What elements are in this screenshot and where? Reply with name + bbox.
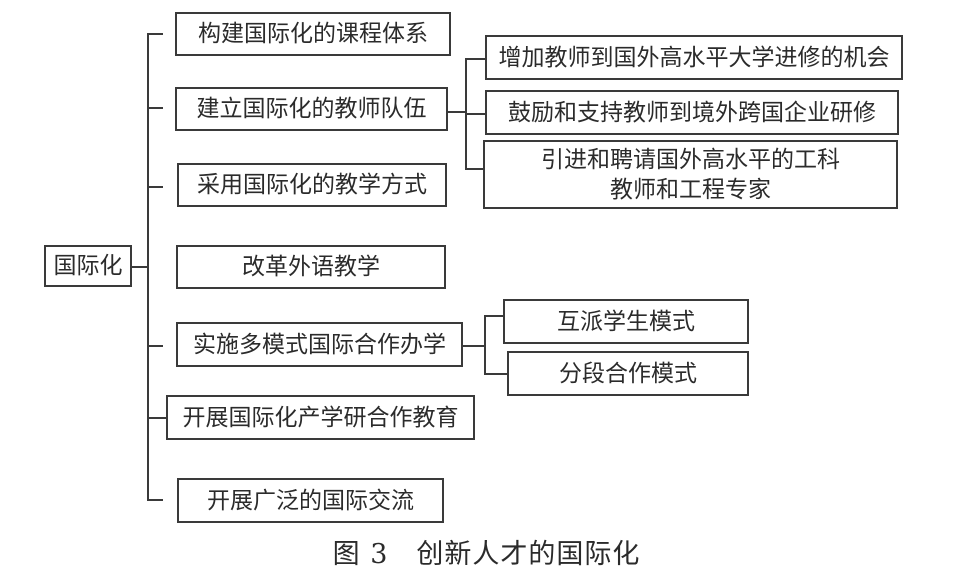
branch-node-teaching-methods: 采用国际化的教学方式 (177, 163, 447, 207)
coop-sub-node-exchange-students: 互派学生模式 (503, 299, 749, 344)
branch-node-cooperative-schooling: 实施多模式国际合作办学 (176, 322, 463, 367)
teacher-sub-tick-3 (465, 168, 485, 170)
teacher-sub-tick-2 (465, 113, 485, 115)
teacher-sub-node-enterprise-training: 鼓励和支持教师到境外跨国企业研修 (485, 90, 899, 135)
coop-sub-node-segmented-cooperation: 分段合作模式 (507, 351, 749, 396)
coop-sub-tick-1 (484, 315, 504, 317)
branch-tick-3 (147, 186, 163, 188)
teacher-sub-tick-1 (465, 58, 485, 60)
branch-node-exchange: 开展广泛的国际交流 (177, 478, 444, 523)
teacher-sub-node-study-abroad: 增加教师到国外高水平大学进修的机会 (485, 35, 903, 80)
root-connector (131, 266, 149, 268)
branch-tick-5 (147, 345, 163, 347)
branch-node-foreign-language: 改革外语教学 (176, 245, 446, 289)
teacher-sub-node-hire-experts-line-2: 教师和工程专家 (610, 176, 771, 203)
coop-sub-trunk (484, 315, 486, 375)
branch-node-curriculum: 构建国际化的课程体系 (175, 12, 451, 56)
figure-caption: 图 3 创新人才的国际化 (332, 539, 641, 570)
coop-sub-tick-2 (484, 373, 508, 375)
branch-tick-1 (147, 33, 163, 35)
branch-tick-2 (147, 107, 163, 109)
branch-tick-6 (147, 417, 167, 419)
teacher-sub-node-hire-experts: 引进和聘请国外高水平的工科 教师和工程专家 (483, 140, 898, 209)
teacher-connector (447, 111, 467, 113)
branch-node-industry-research-edu: 开展国际化产学研合作教育 (166, 395, 475, 440)
teacher-sub-node-hire-experts-line-1: 引进和聘请国外高水平的工科 (541, 146, 840, 173)
coop-connector (462, 345, 486, 347)
branch-node-faculty: 建立国际化的教师队伍 (175, 87, 448, 131)
branch-tick-7 (147, 499, 163, 501)
root-node: 国际化 (44, 245, 132, 287)
